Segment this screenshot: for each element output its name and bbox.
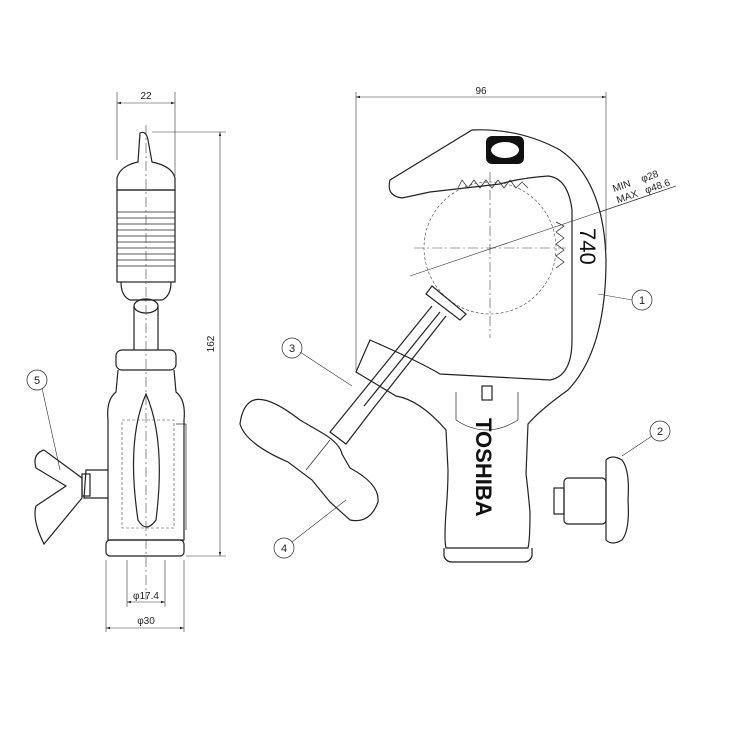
callout-4: 4 [281, 543, 287, 555]
dim-side-width: 22 [140, 91, 152, 102]
callout-1: 1 [639, 295, 645, 307]
front-view [355, 129, 607, 563]
callout-5: 5 [34, 375, 40, 387]
brand-name: TOSHIBA [471, 418, 496, 517]
front-dimensions: 96 [355, 86, 607, 370]
t-handle-knob [239, 398, 379, 522]
dim-overall-width: 96 [475, 86, 487, 97]
side-dimensions: 22 162 φ17.4 φ30 [105, 91, 226, 632]
dim-outer-diameter: φ30 [137, 616, 155, 627]
dim-inner-diameter: φ17.4 [133, 591, 159, 602]
pipe-phantom [409, 172, 677, 338]
callout-2: 2 [657, 426, 663, 438]
side-view [34, 125, 187, 600]
callouts: 1 2 3 4 5 [26, 289, 671, 559]
side-knob [553, 456, 629, 544]
pipe-range-labels: MIN φ28 MAX φ48.6 [611, 169, 672, 206]
dim-total-height: 162 [206, 335, 217, 352]
model-number: 740 [575, 228, 600, 265]
clamp-screw [329, 285, 467, 445]
callout-3: 3 [289, 343, 295, 355]
wing-nut [34, 449, 108, 546]
